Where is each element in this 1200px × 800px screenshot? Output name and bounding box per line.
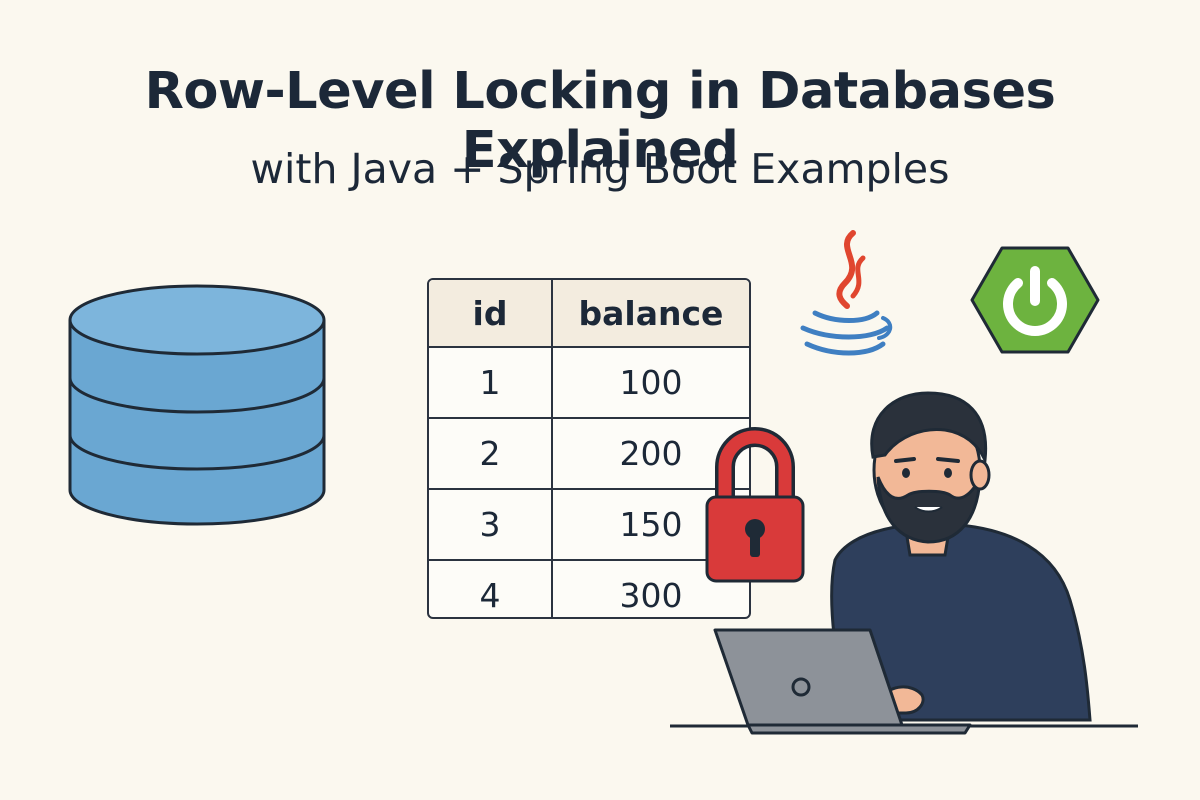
java-logo-icon [800, 230, 893, 356]
padlock-icon [705, 427, 805, 583]
database-icon [68, 284, 326, 526]
cell-balance: 300 [619, 576, 683, 615]
column-header-balance: balance [552, 280, 749, 348]
column-header-id: id [429, 280, 553, 348]
cell-id: 2 [429, 418, 553, 490]
developer-at-laptop-illustration [670, 391, 1138, 735]
table-row: 1 100 [429, 347, 749, 419]
cell-id: 3 [429, 489, 553, 561]
cell-balance: 100 [552, 347, 749, 419]
balance-table: id balance 1 100 2 200 3 150 4 300 [427, 278, 751, 619]
table-header-row: id balance [429, 280, 749, 348]
page-subtitle: with Java + Spring Boot Examples [250, 145, 950, 193]
page-title: Row-Level Locking in Databases Explained [144, 62, 1056, 180]
spring-boot-logo-icon [970, 246, 1100, 354]
cell-id: 1 [429, 347, 553, 419]
cell-id: 4 [429, 560, 553, 617]
table-row: 4 300 [429, 560, 749, 617]
